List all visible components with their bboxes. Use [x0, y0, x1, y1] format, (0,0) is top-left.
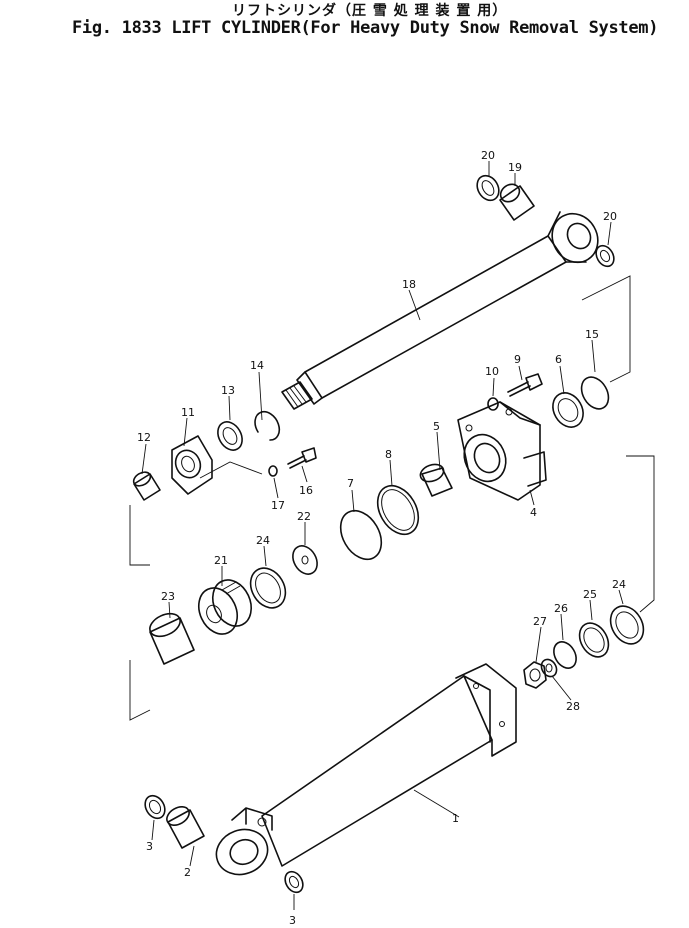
callout-14: 14 — [250, 359, 264, 372]
part-18-piston-rod — [281, 211, 599, 410]
part-20-seal-right — [595, 244, 615, 268]
part-20-seal-upper — [476, 174, 500, 202]
callout-4: 4 — [530, 506, 537, 519]
title-japanese: リフトシリンダ（圧 雪 処 理 装 置 用） — [232, 3, 508, 19]
callout-13: 13 — [221, 384, 235, 397]
callout-20-upper: 20 — [481, 149, 495, 162]
callout-8: 8 — [385, 448, 392, 461]
part-24-piston-seal-left — [249, 567, 287, 609]
part-28-washer — [540, 658, 558, 678]
callout-24-right: 24 — [612, 578, 626, 591]
part-5-bushing — [419, 463, 453, 497]
part-2-bushing — [166, 806, 205, 849]
callout-1: 1 — [452, 812, 459, 825]
callout-labels: 1 2 3 3 4 5 6 7 8 9 10 11 12 13 14 15 16… — [137, 149, 626, 927]
callout-21: 21 — [214, 554, 228, 567]
callout-17: 17 — [271, 499, 285, 512]
part-23-wear-ring — [149, 612, 195, 665]
part-17-washer — [268, 465, 278, 477]
callout-7: 7 — [347, 477, 354, 490]
part-19-bushing — [499, 183, 535, 221]
part-22-washer — [292, 545, 318, 575]
part-11-gland — [171, 435, 213, 495]
part-8-backup-ring — [376, 484, 420, 536]
part-27-nut — [523, 661, 547, 689]
callout-25: 25 — [583, 588, 597, 601]
part-24-piston-seal-right — [609, 605, 645, 645]
part-14-snap-ring — [254, 411, 281, 441]
callout-10: 10 — [485, 365, 499, 378]
part-6-seal — [552, 392, 584, 428]
part-1-cylinder-tube — [215, 663, 517, 876]
part-3-seal-bottom — [284, 870, 304, 894]
callout-24-left: 24 — [256, 534, 270, 547]
callout-28: 28 — [566, 700, 580, 713]
callout-19: 19 — [508, 161, 522, 174]
callout-20-right: 20 — [603, 210, 617, 223]
callout-18: 18 — [402, 278, 416, 291]
figure-title: Fig. 1833 LIFT CYLINDER(For Heavy Duty S… — [72, 18, 659, 38]
callout-9: 9 — [514, 353, 521, 366]
part-26-oring — [553, 641, 577, 669]
callout-23: 23 — [161, 590, 175, 603]
part-16-bolt — [287, 447, 317, 469]
part-15-snap-ring — [580, 376, 610, 410]
callout-3-left: 3 — [146, 840, 153, 853]
callout-3-bottom: 3 — [289, 914, 296, 927]
part-12-bushing — [132, 471, 161, 501]
callout-22: 22 — [297, 510, 311, 523]
callout-11: 11 — [181, 406, 195, 419]
callout-15: 15 — [585, 328, 599, 341]
callout-leaders — [141, 161, 624, 910]
part-7-oring — [339, 509, 383, 561]
callout-5: 5 — [433, 420, 440, 433]
callout-6: 6 — [555, 353, 562, 366]
assembly-guide-lines — [129, 275, 655, 721]
part-4-cylinder-head — [457, 401, 547, 501]
part-25-seal — [578, 622, 610, 658]
part-10-washer — [487, 397, 499, 411]
part-9-bolt — [507, 373, 543, 397]
callout-16: 16 — [299, 484, 313, 497]
callout-27: 27 — [533, 615, 547, 628]
callout-26: 26 — [554, 602, 568, 615]
part-3-seal-left — [144, 794, 166, 820]
part-21-piston — [197, 579, 253, 635]
callout-2: 2 — [184, 866, 191, 879]
callout-12: 12 — [137, 431, 151, 444]
part-13-seal — [217, 421, 243, 451]
